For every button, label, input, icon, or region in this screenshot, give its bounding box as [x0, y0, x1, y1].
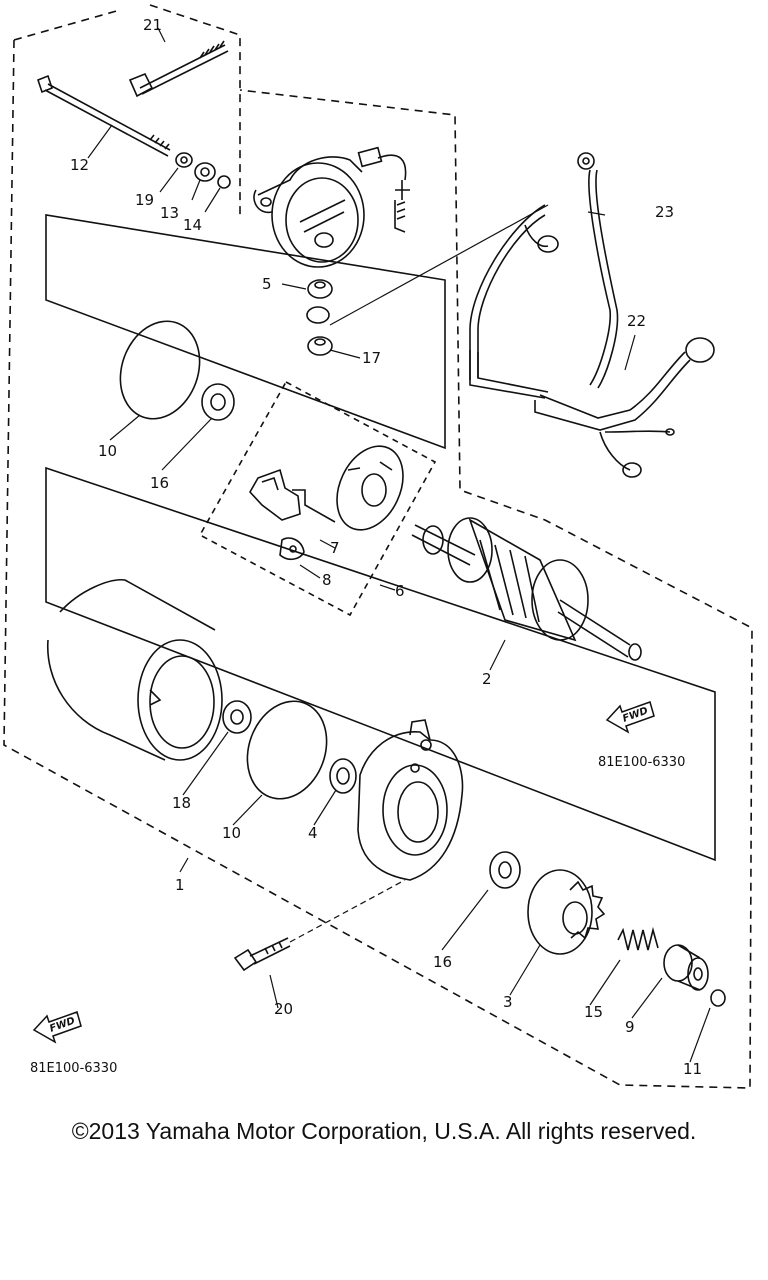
- nuts-5-17: [306, 279, 333, 356]
- callout-3: 3: [503, 993, 513, 1011]
- callout-4: 4: [308, 824, 318, 842]
- brushes-7-8: [249, 468, 336, 561]
- yoke-panel: [45, 466, 716, 862]
- washer-16-upper: [201, 383, 235, 421]
- pinion-gear-3: [527, 869, 606, 955]
- callout-15: 15: [584, 1003, 603, 1021]
- washer-16-lower: [489, 851, 521, 889]
- fwd-arrow-right: FWD: [605, 701, 655, 734]
- assembly-boundary: [3, 4, 753, 1089]
- washers-19-13-14: [175, 152, 231, 189]
- end-cover-panel: [45, 214, 446, 450]
- callout-9: 9: [625, 1018, 635, 1036]
- terminal-wire: [357, 146, 410, 233]
- callout-2: 2: [482, 670, 492, 688]
- callout-5: 5: [262, 275, 272, 293]
- callout-23: 23: [655, 203, 674, 221]
- callout-17: 17: [362, 349, 381, 367]
- washer-18: [222, 700, 252, 734]
- brush-set-boundary: [198, 380, 437, 617]
- front-cover-housing: [357, 719, 464, 881]
- bearing-4: [329, 758, 357, 794]
- through-bolt-12-shape: [37, 74, 171, 157]
- callout-16-upper: 16: [150, 474, 169, 492]
- callout-6: 6: [395, 582, 405, 600]
- callout-22: 22: [627, 312, 646, 330]
- callout-10-upper: 10: [98, 442, 117, 460]
- o-ring-10-upper: [119, 320, 201, 420]
- brush-plate: [336, 445, 404, 531]
- diagram-code-left: 81E100-6330: [30, 1061, 117, 1076]
- leader-lines: [87, 27, 711, 1063]
- callout-labels: 21 12 19 13 14 5 17 10 16 23 22 7 8 6 2 …: [70, 16, 702, 1078]
- callout-14: 14: [183, 216, 202, 234]
- end-cover-housing: [253, 156, 365, 268]
- callout-1: 1: [175, 876, 185, 894]
- bolt-20-shape: [233, 937, 291, 972]
- lead-wire-22-shape: [469, 337, 715, 478]
- diagram-code-right: 81E100-6330: [598, 755, 685, 770]
- copyright-notice: ©2013 Yamaha Motor Corporation, U.S.A. A…: [71, 1118, 697, 1144]
- callout-12: 12: [70, 156, 89, 174]
- callout-16-lower: 16: [433, 953, 452, 971]
- callout-13: 13: [160, 204, 179, 222]
- callout-19: 19: [135, 191, 154, 209]
- callout-11: 11: [683, 1060, 702, 1078]
- clip-11: [710, 989, 726, 1007]
- callout-21: 21: [143, 16, 162, 34]
- callout-10-lower: 10: [222, 824, 241, 842]
- fwd-arrow-left: FWD: [32, 1011, 82, 1044]
- callout-8: 8: [322, 571, 332, 589]
- callout-20: 20: [274, 1000, 293, 1018]
- sleeve-9: [663, 944, 709, 991]
- spring-15: [617, 926, 659, 951]
- callout-18: 18: [172, 794, 191, 812]
- callout-7: 7: [330, 539, 340, 557]
- starter-motor-exploded-diagram: FWD FWD 21 12 19 13 14 5 17 10 16 23 22 …: [3, 4, 753, 1089]
- bolt-21-shape: [128, 40, 229, 98]
- armature-2-shape: [411, 517, 642, 661]
- o-ring-10-lower: [246, 700, 328, 800]
- yoke-housing: [47, 579, 223, 761]
- lead-wire-23-shape: [469, 152, 619, 389]
